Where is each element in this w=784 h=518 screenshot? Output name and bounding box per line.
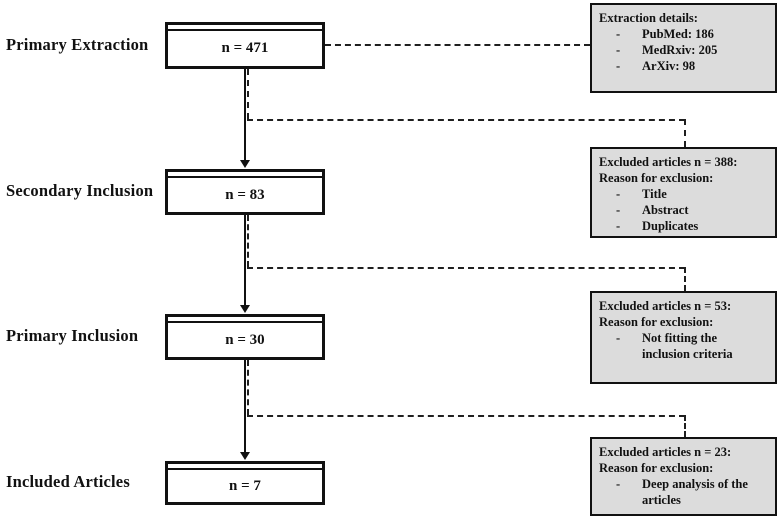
connector-excluded-388-horizontal [247, 119, 685, 121]
stage-label-primary-extraction: Primary Extraction [6, 35, 149, 54]
list-item: - Deep analysis of the articles [599, 476, 768, 508]
side-box-excluded-53: Excluded articles n = 53: Reason for exc… [590, 291, 777, 384]
list-item-text: Not fitting the inclusion criteria [642, 331, 733, 361]
side-box-title: Excluded articles n = 388: [599, 155, 738, 169]
flow-box-count: n = 83 [225, 186, 265, 203]
list-item: - Title [599, 186, 768, 202]
dash-bullet: - [616, 43, 621, 57]
list-item: - PubMed: 186 [599, 26, 768, 42]
connector-excluded-53-drop [247, 215, 249, 267]
down-arrow-line-1 [244, 69, 246, 161]
down-arrow-head-3 [240, 452, 250, 460]
flow-box-primary-extraction: n = 471 [165, 22, 325, 69]
dash-bullet: - [616, 187, 621, 201]
side-box-subtitle: Reason for exclusion: [599, 171, 714, 185]
down-arrow-head-2 [240, 305, 250, 313]
connector-extraction-details-horizontal [325, 44, 590, 46]
flow-box-primary-inclusion: n = 30 [165, 314, 325, 360]
list-item: - Not fitting the inclusion criteria [599, 330, 768, 362]
flow-box-top-rule [168, 176, 322, 178]
side-box-title: Excluded articles n = 53: [599, 299, 732, 313]
flow-box-count: n = 7 [229, 477, 261, 494]
side-box-title: Extraction details: [599, 11, 698, 25]
list-item: - Abstract [599, 202, 768, 218]
stage-label-included-articles: Included Articles [6, 472, 130, 491]
dash-bullet: - [616, 59, 621, 73]
list-item-text: PubMed: 186 [642, 27, 714, 41]
dash-bullet: - [616, 219, 621, 233]
flow-box-top-rule [168, 29, 322, 31]
side-box-excluded-23: Excluded articles n = 23: Reason for exc… [590, 437, 777, 516]
side-box-subtitle: Reason for exclusion: [599, 315, 714, 329]
down-arrow-line-2 [244, 215, 246, 306]
list-item: - Duplicates [599, 218, 768, 234]
down-arrow-head-1 [240, 160, 250, 168]
flow-box-secondary-inclusion: n = 83 [165, 169, 325, 215]
list-item-text: MedRxiv: 205 [642, 43, 718, 57]
list-item-text: ArXiv: 98 [642, 59, 696, 73]
dash-bullet: - [616, 331, 621, 345]
list-item: - ArXiv: 98 [599, 58, 768, 74]
connector-excluded-53-vertical [684, 267, 686, 291]
dash-bullet: - [616, 477, 621, 491]
side-box-subtitle: Reason for exclusion: [599, 461, 714, 475]
connector-excluded-53-horizontal [247, 267, 685, 269]
list-item-text: Abstract [642, 203, 689, 217]
connector-excluded-388-drop [247, 69, 249, 119]
down-arrow-line-3 [244, 360, 246, 453]
flow-box-included-articles: n = 7 [165, 461, 325, 505]
dash-bullet: - [616, 203, 621, 217]
side-box-extraction-details: Extraction details: - PubMed: 186 - MedR… [590, 3, 777, 93]
list-item: - MedRxiv: 205 [599, 42, 768, 58]
dash-bullet: - [616, 27, 621, 41]
connector-excluded-23-drop [247, 360, 249, 415]
list-item-text: Title [642, 187, 667, 201]
stage-label-primary-inclusion: Primary Inclusion [6, 326, 139, 345]
list-item-text: Deep analysis of the articles [642, 477, 748, 507]
flow-box-count: n = 471 [221, 40, 269, 56]
side-box-excluded-388: Excluded articles n = 388: Reason for ex… [590, 147, 777, 238]
connector-excluded-23-vertical [684, 415, 686, 437]
flow-box-top-rule [168, 321, 322, 323]
side-box-title: Excluded articles n = 23: [599, 445, 732, 459]
connector-excluded-388-vertical [684, 119, 686, 147]
flow-box-top-rule [168, 468, 322, 470]
flow-box-count: n = 30 [225, 331, 265, 348]
list-item-text: Duplicates [642, 219, 699, 233]
stage-label-secondary-inclusion: Secondary Inclusion [6, 181, 154, 200]
connector-excluded-23-horizontal [247, 415, 685, 417]
